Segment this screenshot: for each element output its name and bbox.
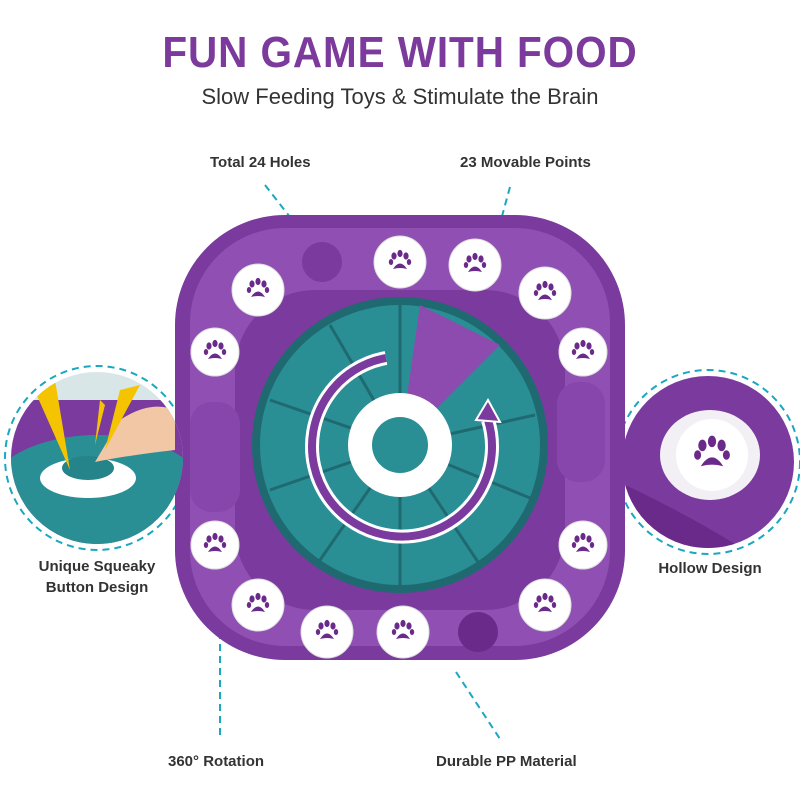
page-subtitle: Slow Feeding Toys & Stimulate the Brain bbox=[201, 84, 599, 109]
side-pad-left bbox=[190, 402, 240, 512]
side-pad-right bbox=[557, 382, 605, 482]
hollow-inset bbox=[622, 376, 794, 548]
callout-material: Durable PP Material bbox=[436, 753, 577, 770]
feeder-toy bbox=[175, 215, 625, 660]
callout-total-holes: Total 24 Holes bbox=[210, 154, 311, 171]
callout-squeaky-line2: Button Design bbox=[45, 579, 149, 596]
callout-rotation: 360° Rotation bbox=[168, 753, 265, 770]
callout-hollow-design: Hollow Design bbox=[658, 560, 762, 577]
squeaky-button bbox=[372, 417, 428, 473]
callout-squeaky-line1: Unique Squeaky bbox=[38, 558, 156, 575]
page-title: FUN GAME WITH FOOD bbox=[162, 28, 638, 77]
callout-movable-points: 23 Movable Points bbox=[460, 154, 591, 171]
paw-covers bbox=[190, 235, 608, 659]
